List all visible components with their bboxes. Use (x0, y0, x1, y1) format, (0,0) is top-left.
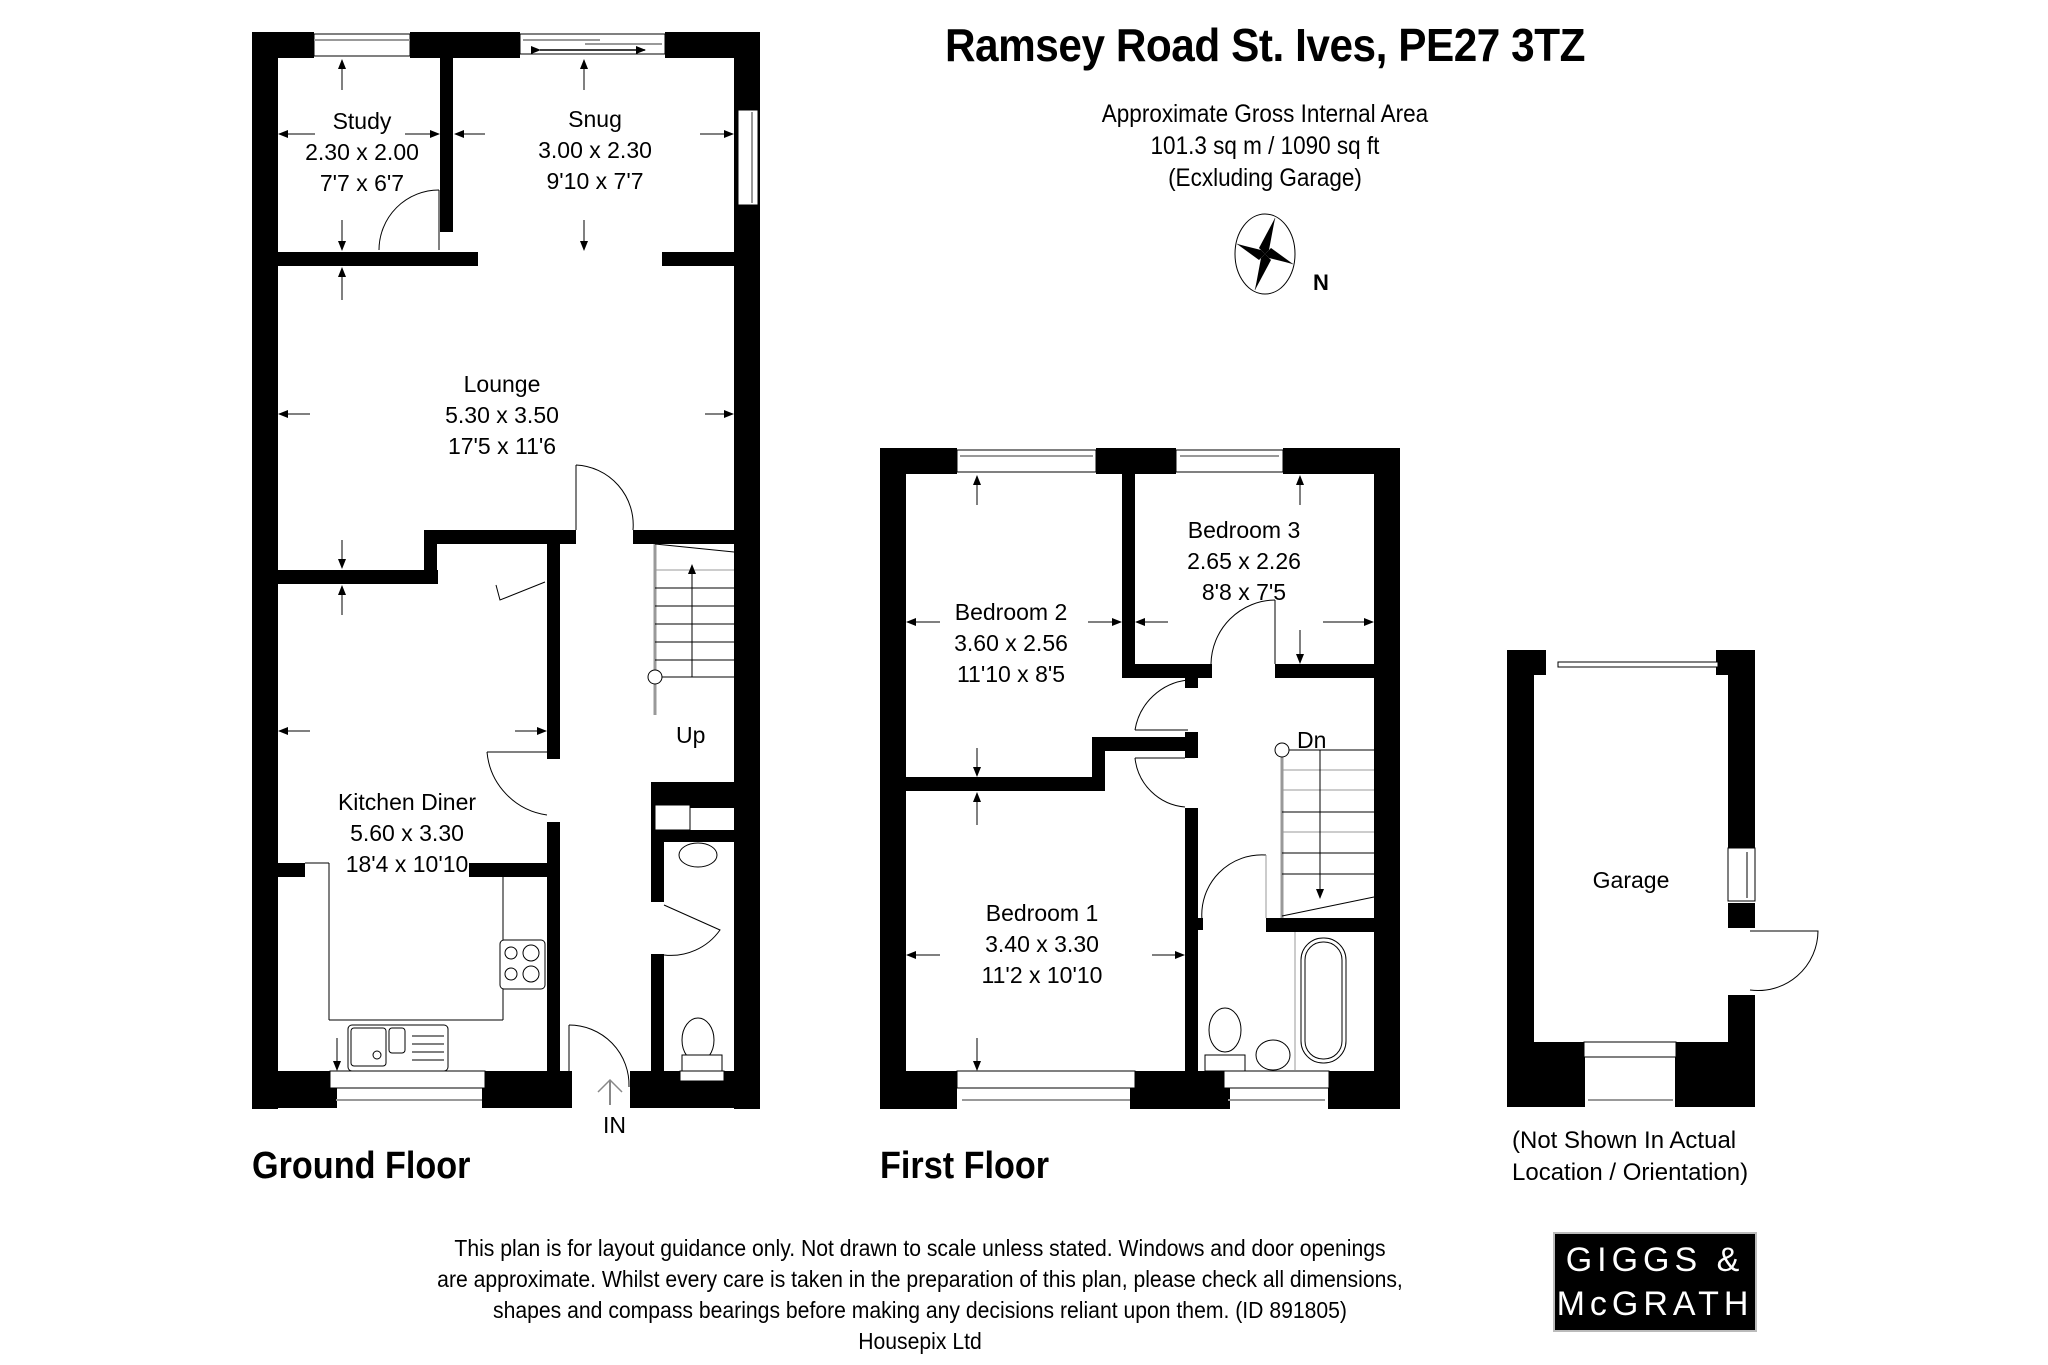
area-heading: Approximate Gross Internal Area (1101, 100, 1429, 128)
window (737, 109, 759, 206)
first-floor-label: First Floor (880, 1145, 1050, 1187)
room-bedroom-1: Bedroom 1 3.40 x 3.30 11'2 x 10'10 (981, 900, 1103, 988)
ground-floor-label: Ground Floor (252, 1145, 471, 1187)
bathtub (1300, 937, 1347, 1064)
room-snug: Snug 3.00 x 2.30 9'10 x 7'7 (538, 106, 652, 194)
first-floor-plan (880, 448, 1400, 1109)
room-study: Study 2.30 x 2.00 7'7 x 6'7 (305, 108, 419, 196)
stairs (647, 543, 735, 715)
basin (1255, 1039, 1291, 1071)
window (329, 1070, 486, 1101)
disclaimer: This plan is for layout guidance only. N… (437, 1235, 1403, 1354)
hob (499, 939, 546, 990)
room-kitchen-diner: Kitchen Diner 5.60 x 3.30 18'4 x 10'10 (337, 789, 477, 877)
toilet (1208, 1007, 1242, 1053)
stairs-down-label: Dn (1297, 727, 1327, 753)
room-lounge: Lounge 5.30 x 3.50 17'5 x 11'6 (445, 371, 559, 459)
front-door (568, 1024, 630, 1095)
entrance-label: IN (603, 1112, 626, 1138)
compass-north-label: N (1313, 270, 1329, 295)
room-bedroom-3: Bedroom 3 2.65 x 2.26 8'8 x 7'5 (1187, 517, 1301, 605)
property-title: Ramsey Road St. Ives, PE27 3TZ (944, 19, 1586, 71)
sliding-door (519, 33, 666, 55)
area-value: 101.3 sq m / 1090 sq ft (1150, 132, 1380, 160)
basin (678, 842, 718, 868)
dimension-arrows (906, 475, 1374, 1071)
dimension-arrows (278, 59, 734, 1071)
wall (734, 32, 760, 1109)
agency-logo: GIGGS & McGRATH (1553, 1232, 1757, 1332)
garage-note: (Not Shown In Actual Location / Orientat… (1512, 1127, 1749, 1186)
area-note: (Ecxluding Garage) (1168, 164, 1362, 192)
ground-floor-plan (252, 32, 760, 1109)
stairs (1274, 742, 1375, 918)
entrance-arrow-icon (597, 1078, 623, 1105)
window (313, 33, 411, 57)
room-garage: Garage (1592, 867, 1670, 893)
room-bedroom-2: Bedroom 2 3.60 x 2.56 11'10 x 8'5 (954, 599, 1068, 687)
garage-plan (1507, 650, 1819, 1107)
stairs-up-label: Up (676, 722, 706, 748)
wall (252, 32, 278, 1109)
gross-area-block: Approximate Gross Internal Area 101.3 sq… (1027, 98, 1504, 194)
compass-rose-icon (1234, 213, 1296, 295)
kitchen-sink (347, 1024, 449, 1072)
